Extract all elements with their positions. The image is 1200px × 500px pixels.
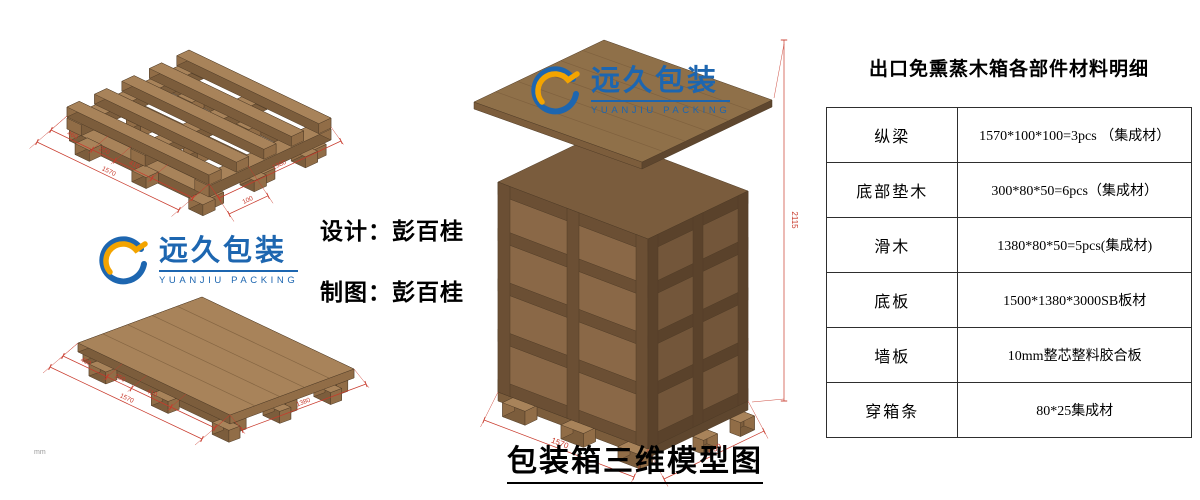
part-spec-cell: 80*25集成材: [957, 382, 1192, 438]
dimension-label: 2115: [790, 211, 799, 229]
dimension-label: 250: [98, 145, 111, 156]
design-credit: 设计：彭百桂: [320, 218, 464, 244]
materials-section: 出口免熏蒸木箱各部件材料明细 纵梁 1570*100*100=3pcs （集成材…: [825, 54, 1192, 438]
sheet-title: 包装箱三维模型图: [450, 436, 820, 484]
dimension-label: 1380: [295, 397, 311, 409]
brand-name-en: YUANJIU PACKING: [591, 99, 731, 116]
brand-logo-text: 远久包装 YUANJIU PACKING: [591, 65, 731, 116]
dimension-label: 410: [145, 388, 158, 399]
credits-block: 设计：彭百桂 制图：彭百桂: [320, 212, 464, 307]
brand-logo-left: 远久包装 YUANJIU PACKING: [96, 234, 299, 288]
brand-logo-text: 远久包装 YUANJIU PACKING: [159, 235, 299, 286]
part-name-cell: 纵梁: [825, 107, 959, 163]
part-name-cell: 底部垫木: [825, 162, 959, 218]
dimension-label: 410: [128, 160, 141, 171]
logo-swoosh-icon: [99, 236, 148, 285]
dimension-label: 100: [241, 195, 254, 206]
table-row: 底部垫木 300*80*50=6pcs（集成材）: [825, 162, 1192, 218]
sheet-title-text: 包装箱三维模型图: [507, 436, 763, 484]
table-row: 纵梁 1570*100*100=3pcs （集成材）: [825, 107, 1192, 163]
table-row: 底板 1500*1380*3000SB板材: [825, 272, 1192, 328]
part-spec-cell: 1380*80*50=5pcs(集成材): [957, 217, 1192, 273]
brand-name-cn: 远久包装: [591, 65, 720, 98]
dimension-label: 250: [113, 373, 126, 384]
table-row: 墙板 10mm整芯整料胶合板: [825, 327, 1192, 383]
brand-name-en: YUANJIU PACKING: [159, 269, 299, 286]
part-name-cell: 穿箱条: [825, 382, 959, 438]
table-row: 滑木 1380*80*50=5pcs(集成材): [825, 217, 1192, 273]
draft-credit: 制图：彭百桂: [320, 279, 464, 305]
part-name-cell: 滑木: [825, 217, 959, 273]
part-spec-cell: 1570*100*100=3pcs （集成材）: [957, 107, 1192, 163]
part-spec-cell: 1500*1380*3000SB板材: [957, 272, 1192, 328]
part-name-cell: 底板: [825, 272, 959, 328]
dimension-label: 460: [66, 130, 79, 141]
brand-logo-lid: 远久包装 YUANJIU PACKING: [528, 64, 731, 118]
logo-swoosh-icon: [531, 66, 580, 115]
part-spec-cell: 300*80*50=6pcs（集成材）: [957, 162, 1192, 218]
table-row: 穿箱条 80*25集成材: [825, 382, 1192, 438]
brand-name-cn: 远久包装: [159, 235, 288, 268]
unit-note: mm: [34, 449, 46, 456]
part-name-cell: 墙板: [825, 327, 959, 383]
part-spec-cell: 10mm整芯整料胶合板: [957, 327, 1192, 383]
materials-table-title: 出口免熏蒸木箱各部件材料明细: [868, 59, 1149, 80]
dimension-label: 460: [79, 357, 92, 368]
materials-table: 纵梁 1570*100*100=3pcs （集成材） 底部垫木 300*80*5…: [825, 107, 1192, 438]
